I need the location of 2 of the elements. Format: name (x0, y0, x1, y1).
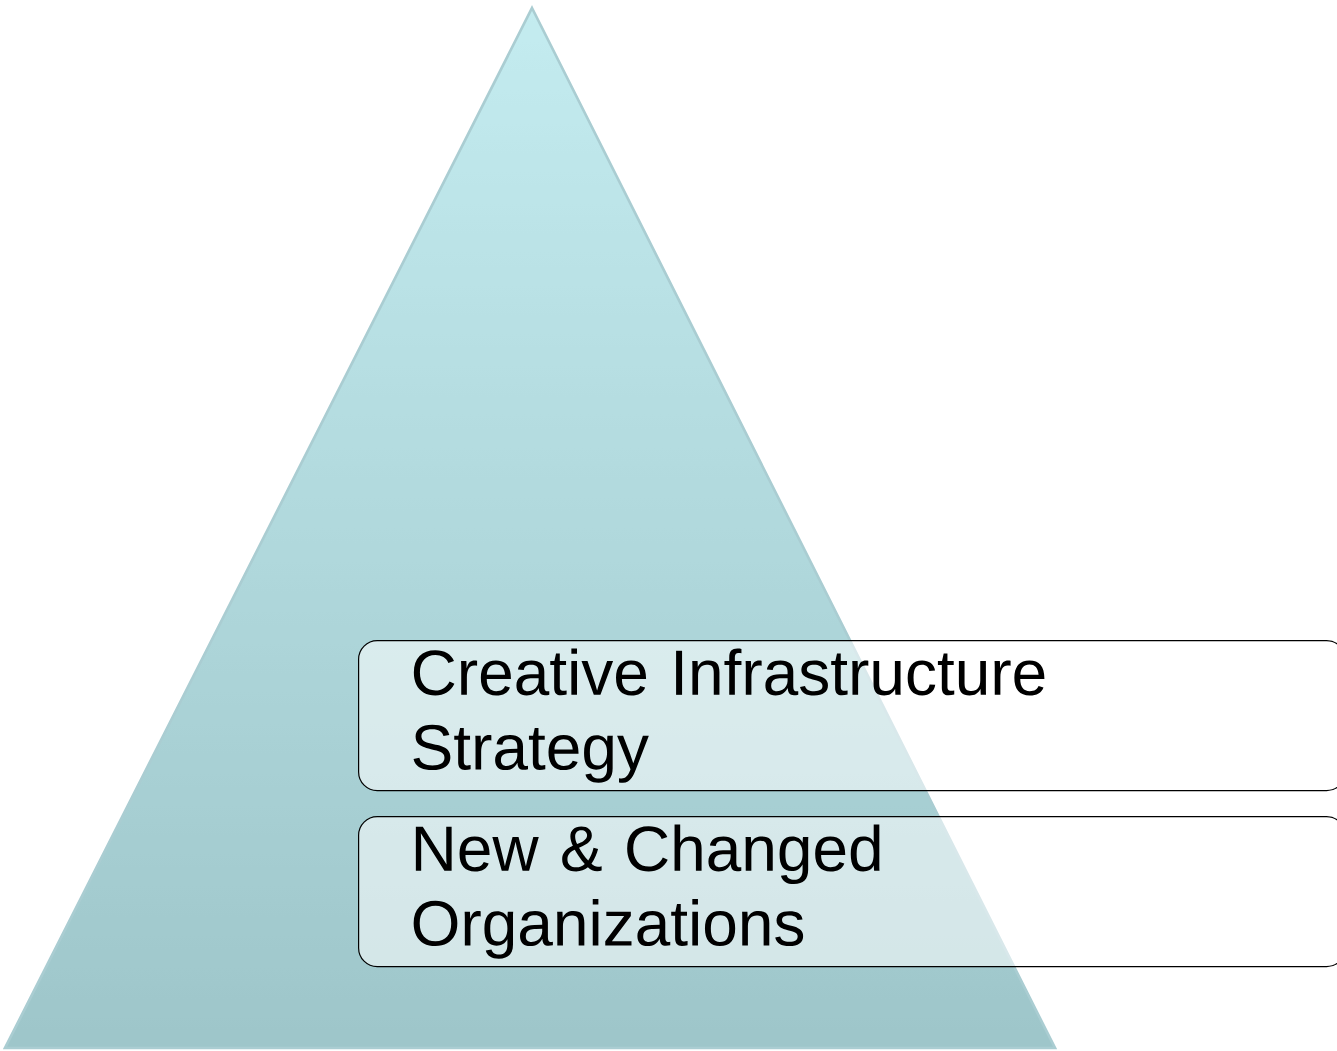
text-box: New & Changed Organizations (358, 816, 1337, 968)
text-box: Creative Infrastructure Strategy (358, 640, 1337, 792)
